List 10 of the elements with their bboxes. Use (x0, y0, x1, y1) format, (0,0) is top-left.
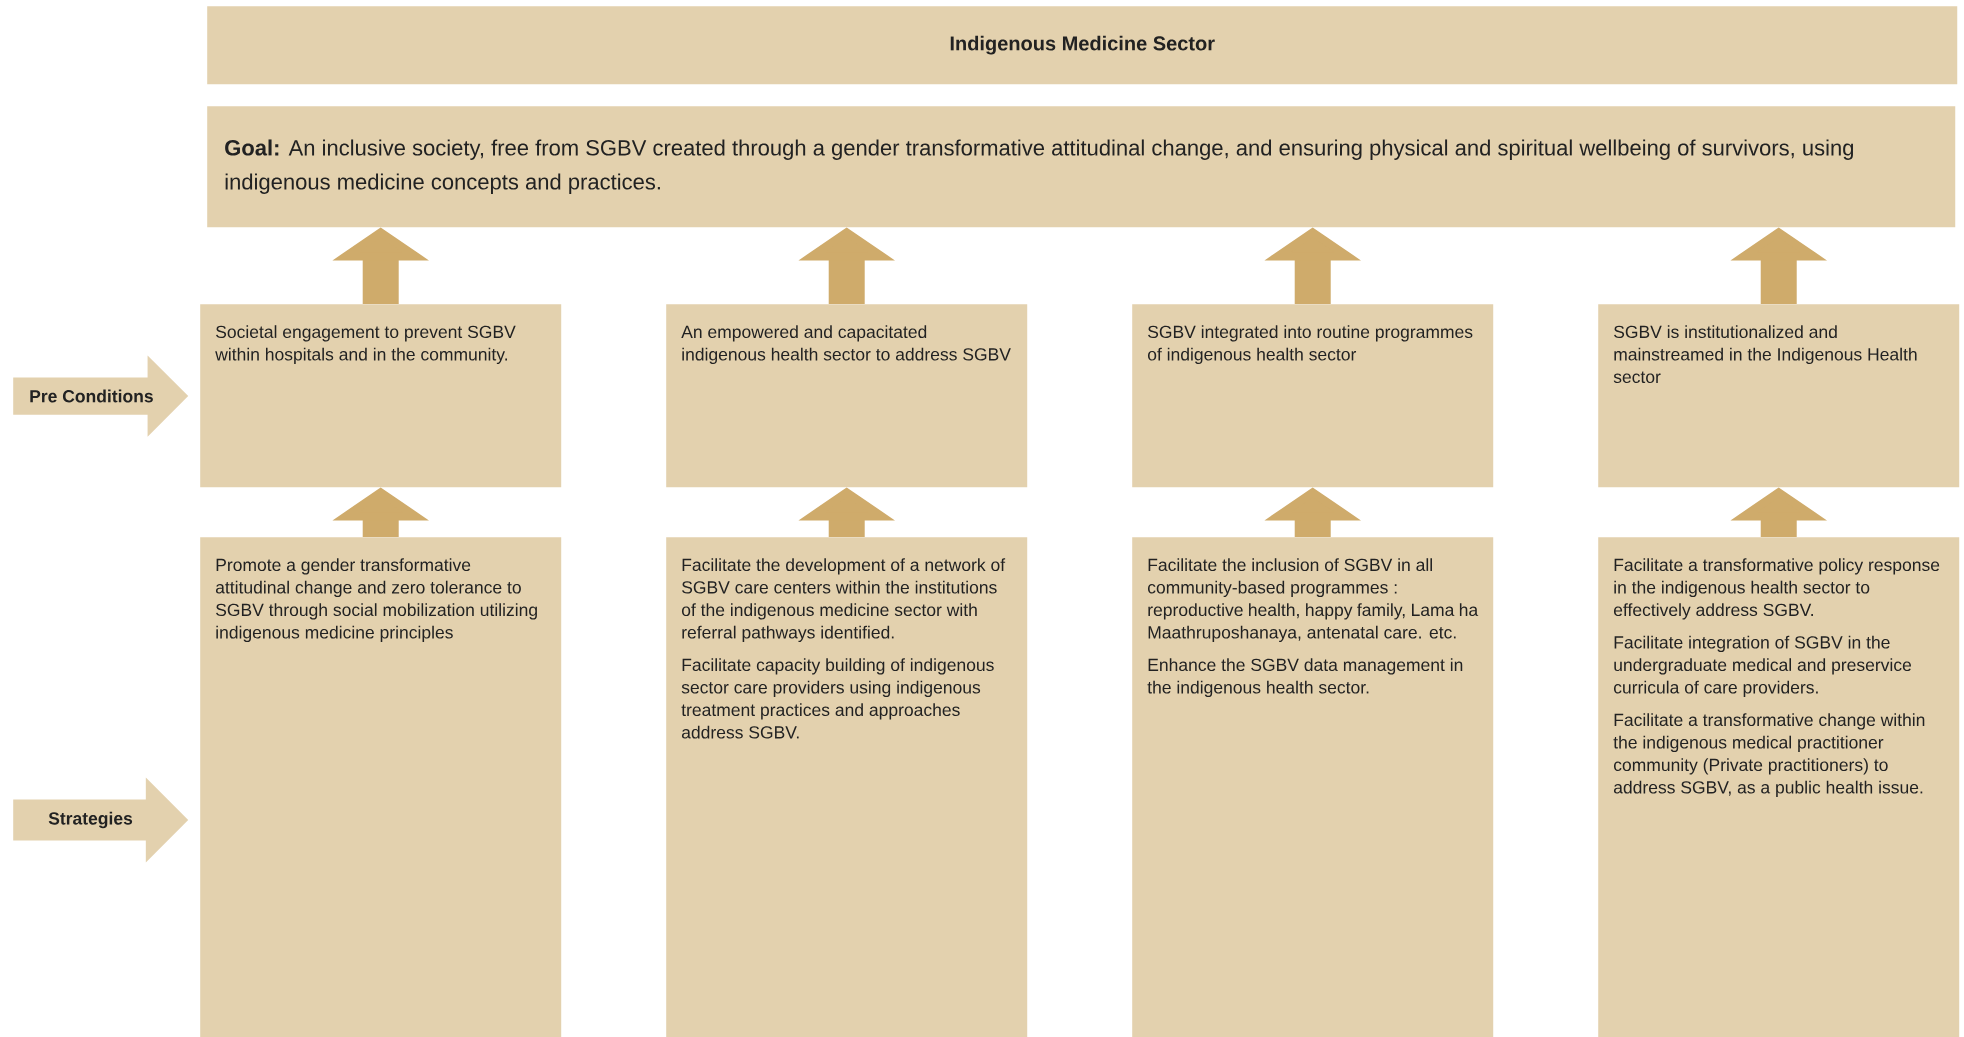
strategy-box: Promote a gender transformative attitudinal change and zero tolerance to SGBV through social mobilization utilizing indigenous medicine principles (200, 537, 562, 1037)
strategy-box: Facilitate the development of a network of SGBV care centers within the institutions of the indigenous medicine sector with referral pathways identified. Facilitate capacity building of indigenous sector care providers using indigenous treatment practices and approaches address SGBV. (666, 537, 1028, 1037)
precondition-box: SGBV integrated into routine programmes of indigenous health sector (1132, 304, 1494, 488)
precondition-box: Societal engagement to prevent SGBV within hospitals and in the community. (200, 304, 562, 488)
title-banner: Indigenous Medicine Sector (207, 6, 1958, 85)
precondition-box: SGBV is institutionalized and mainstreamed in the Indigenous Health sector (1598, 304, 1960, 488)
strategy-box: Facilitate the inclusion of SGBV in all community-based programmes : reproductive health, happy family, Lama ha Maathruposhanaya, antenatal care. etc. Enhance the SGBV data management in the indigenous health sector. (1132, 537, 1494, 1037)
precondition-box: An empowered and capacitated indigenous health sector to address SGBV (666, 304, 1028, 488)
goal-banner: Goal: An inclusive society, free from SGBV created through a gender transformative attitudinal change, and ensuring physical and spiritual wellbeing of survivors, using indigenous medicine concepts and practices. (207, 106, 1956, 228)
strategy-box: Facilitate a transformative policy response in the indigenous health sector to effectively address SGBV. Facilitate integration of SGBV in the undergraduate medical and preservice curricula of care providers. Facilitate a transformative change within the indigenous medical practitioner community (Private practitioners) to address SGBV, as a public health issue. (1598, 537, 1960, 1037)
